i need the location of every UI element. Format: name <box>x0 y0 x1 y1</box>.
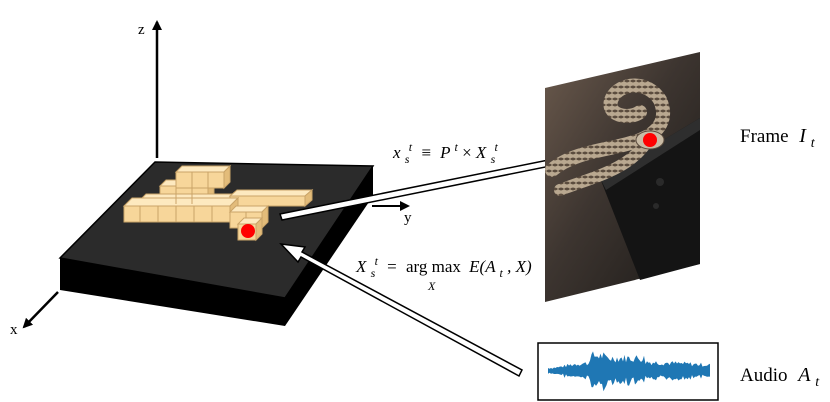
audio-label-text: Audio <box>740 365 788 386</box>
z-axis-label: z <box>138 22 145 38</box>
svg-text:Audio A t: Audio A t <box>740 364 820 390</box>
audio-var: A <box>796 364 811 386</box>
audio-box <box>537 342 719 401</box>
voxel-grid <box>122 164 314 242</box>
source-point-2d <box>643 133 657 147</box>
frame-label-text: Frame <box>740 126 789 147</box>
source-point-3d <box>241 224 255 238</box>
localization-arrow <box>279 242 523 378</box>
frame-sub: t <box>811 136 816 151</box>
svg-text:X s t =: X s t = arg max E(A t , X) <box>355 250 532 281</box>
argmax-subscript: X <box>427 279 436 293</box>
localization-equation: X s t = arg max E(A t , X) X <box>355 250 532 293</box>
z-axis: z <box>138 20 162 158</box>
frame-label: Frame I t <box>740 125 816 151</box>
svg-text:x s t ≡: x s t ≡ P t × X s t <box>392 136 499 167</box>
audio-sub: t <box>815 375 820 390</box>
y-axis-label: y <box>404 210 412 226</box>
audio-waveform <box>548 351 710 392</box>
x-axis: x <box>10 291 59 338</box>
platform-front <box>60 258 285 326</box>
projection-equation: x s t ≡ P t × X s t <box>392 136 499 167</box>
frame-var: I <box>798 125 807 147</box>
y-axis: y <box>372 201 412 226</box>
audio-label: Audio A t <box>740 364 820 390</box>
video-frame <box>545 52 700 302</box>
x-axis-label: x <box>10 322 18 338</box>
svg-text:Frame I t: Frame I t <box>740 125 816 151</box>
